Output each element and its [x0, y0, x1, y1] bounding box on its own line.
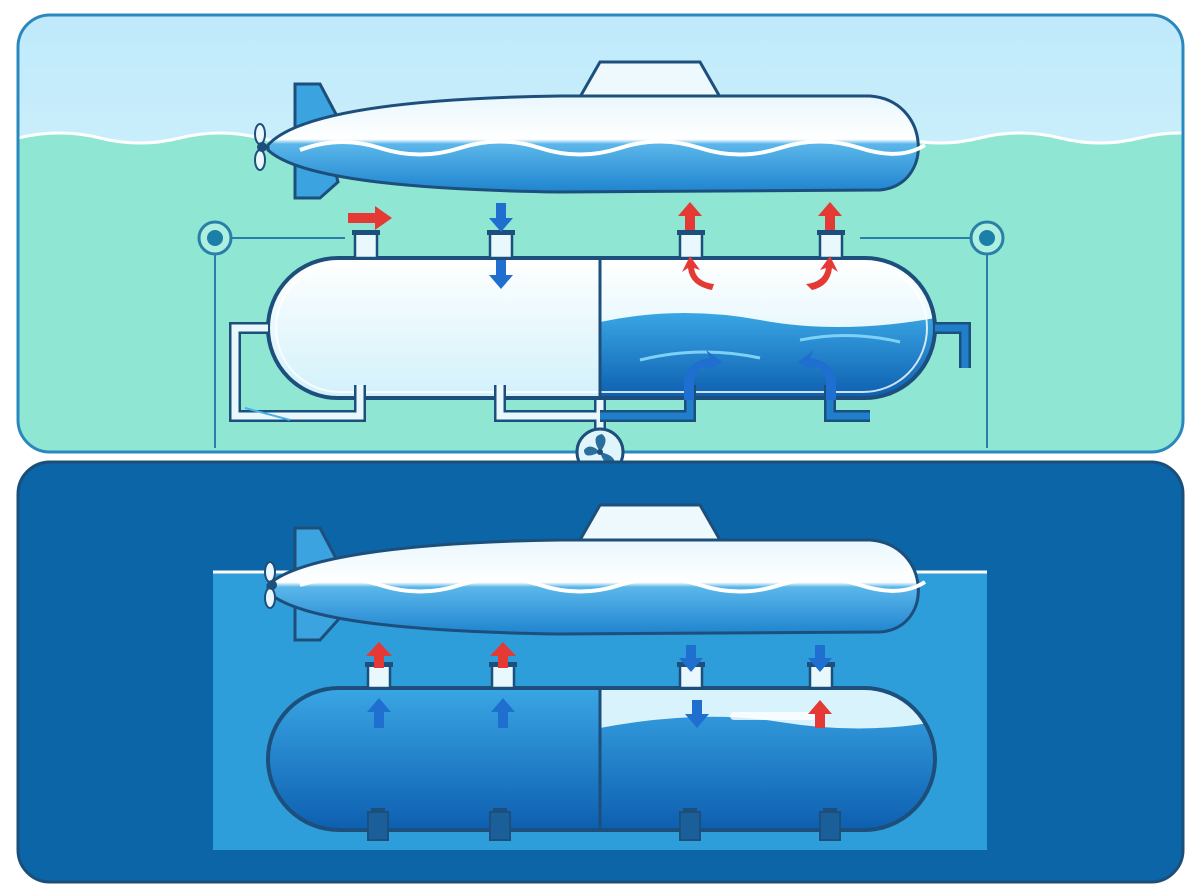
arrow-up-icon — [491, 698, 515, 728]
arrow-down-icon — [685, 700, 709, 728]
submerged-panel — [16, 460, 1185, 884]
submarine-icon — [254, 60, 927, 200]
submarine-icon — [264, 503, 927, 642]
arrow-up-icon — [678, 202, 702, 230]
arrow-curve-up-icon — [684, 350, 722, 400]
arrow-up-icon — [808, 700, 832, 728]
surfaced-panel — [16, 13, 1185, 477]
arrow-curve-up-icon — [682, 256, 714, 290]
arrow-curve-up-icon — [806, 256, 838, 290]
arrow-up-icon — [367, 698, 391, 728]
sensor-icon — [860, 220, 1005, 448]
valve-icon — [817, 230, 845, 260]
arrow-down-icon — [489, 203, 513, 232]
arrow-down-icon — [679, 645, 703, 672]
arrow-down-icon — [489, 260, 513, 289]
propeller-icon — [254, 123, 267, 171]
arrow-down-icon — [808, 645, 832, 672]
valve-icon — [352, 230, 380, 260]
propeller-icon — [264, 561, 277, 609]
ballast-tank-icon — [229, 256, 971, 432]
arrow-up-icon — [366, 642, 392, 668]
valve-icon — [677, 230, 705, 260]
arrow-right-icon — [348, 206, 392, 230]
valve-icon — [487, 230, 515, 260]
arrow-up-icon — [818, 202, 842, 230]
arrow-up-icon — [490, 642, 516, 668]
arrow-curve-up-icon — [798, 350, 836, 400]
sensor-icon — [197, 220, 345, 448]
